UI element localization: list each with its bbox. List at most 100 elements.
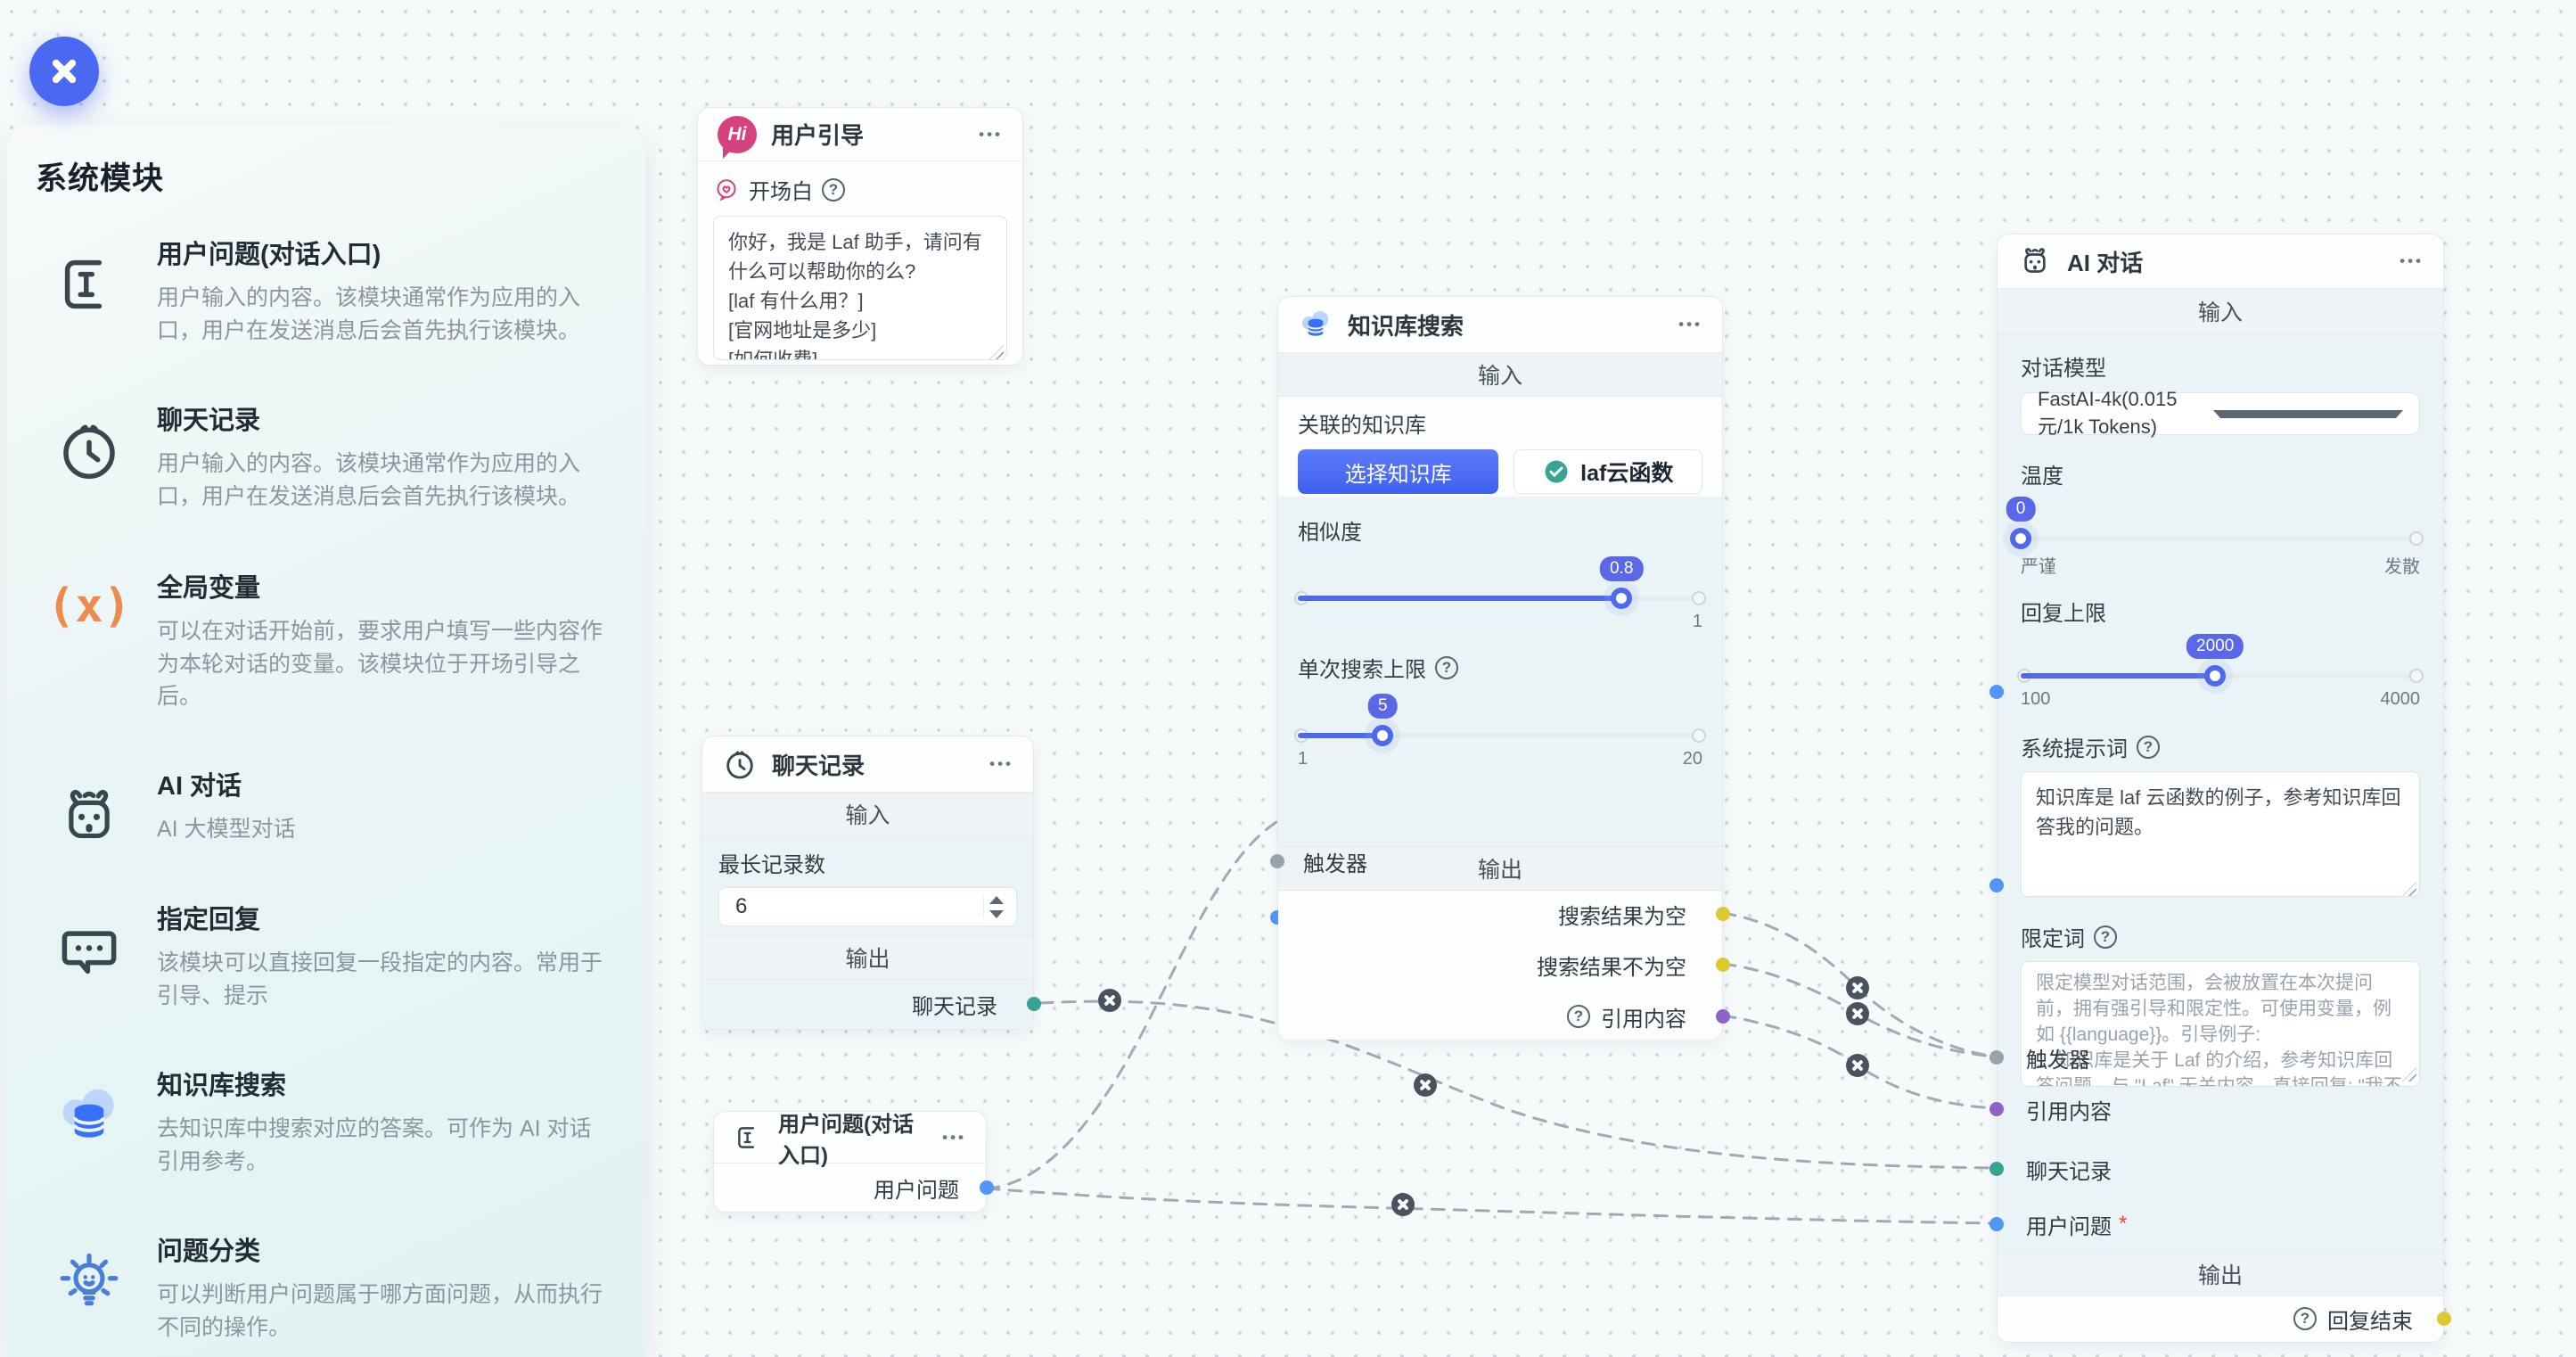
sidebar-item-global-variable[interactable]: (x) 全局变量 可以在对话开始前，要求用户填写一些内容作为本轮对话的变量。该模… (43, 567, 613, 713)
node-title: 知识库搜索 (1348, 312, 1464, 340)
quote-input-port[interactable] (1989, 1102, 2004, 1116)
wire-history-to-ai (1038, 999, 1998, 1170)
related-kb-label: 关联的知识库 (1298, 414, 1426, 438)
step-up-icon[interactable] (989, 895, 1004, 904)
delete-connection-button[interactable] (1846, 1054, 1869, 1077)
result-not-empty-label: 搜索结果不为空 (1537, 955, 1686, 980)
step-down-icon[interactable] (989, 909, 1004, 918)
node-user-question[interactable]: 用户问题(对话入口) ••• 用户问题 (713, 1111, 994, 1213)
trigger-input-port[interactable] (1270, 854, 1284, 868)
trigger-port-row: 触发器 (1270, 843, 1722, 879)
opening-text-input[interactable]: 你好，我是 Laf 助手，请问有什么可以帮助你的么? [laf 有什么用？] [… (713, 216, 1007, 360)
max-records-stepper[interactable]: 6 (718, 887, 1017, 926)
node-menu-button[interactable]: ••• (2400, 252, 2424, 269)
node-chat-history[interactable]: 聊天记录 ••• 输入 最长记录数 6 输出 聊天记录 (701, 736, 1041, 1030)
classify-bulb-icon (43, 1230, 135, 1344)
history-clock-icon (43, 399, 135, 513)
question-input-port[interactable] (1989, 1217, 2004, 1231)
delete-connection-button[interactable] (1846, 1002, 1869, 1025)
cursor-input-icon (43, 234, 135, 347)
sidebar-item-chat-history[interactable]: 聊天记录 用户输入的内容。该模块通常作为应用的入口，用户在发送消息后会首先执行该… (43, 399, 613, 513)
temperature-value-badge: 0 (2006, 497, 2036, 522)
similarity-slider[interactable]: 0.8 (1294, 556, 1706, 609)
sidebar-item-ai-chat[interactable]: AI 对话 AI 大模型对话 (43, 765, 613, 851)
temp-max-label: 发散 (2384, 557, 2420, 577)
help-icon[interactable]: ? (2094, 925, 2117, 949)
delete-connection-button[interactable] (1098, 989, 1121, 1012)
help-icon[interactable]: ? (2137, 735, 2160, 759)
close-button[interactable] (29, 37, 99, 106)
model-label: 对话模型 (2021, 357, 2106, 381)
finish-output-port[interactable] (2437, 1312, 2451, 1326)
reply-bubble-icon (43, 899, 135, 1012)
max-records-label: 最长记录数 (718, 853, 825, 877)
result-empty-label: 搜索结果为空 (1558, 904, 1686, 929)
sidebar-item-user-question[interactable]: 用户问题(对话入口) 用户输入的内容。该模块通常作为应用的入口，用户在发送消息后… (43, 234, 613, 347)
trigger-port-row: 触发器 (1989, 1040, 2443, 1075)
module-title: AI 对话 (157, 772, 242, 801)
input-section-bar: 输入 (702, 792, 1033, 836)
node-menu-button[interactable]: ••• (989, 755, 1013, 772)
delete-connection-button[interactable] (1414, 1073, 1437, 1097)
delete-connection-button[interactable] (1391, 1193, 1415, 1216)
result-empty-port[interactable] (1716, 907, 1730, 921)
module-title: 指定回复 (157, 906, 261, 934)
system-prompt-input-port[interactable] (1989, 685, 2004, 699)
module-desc: AI 大模型对话 (157, 817, 296, 842)
model-select[interactable]: FastAI-4k(0.015元/1k Tokens) (2021, 388, 2420, 438)
node-menu-button[interactable]: ••• (942, 1128, 966, 1146)
module-desc: 该模块可以直接回复一段指定的内容。常用于引导、提示 (157, 950, 603, 1008)
history-clock-icon (726, 751, 753, 779)
help-icon[interactable]: ? (822, 177, 845, 201)
module-desc: 可以判断用户问题属于哪方面问题，从而执行不同的操作。 (157, 1282, 603, 1340)
wire-question-to-kb (985, 815, 1287, 1190)
reply-limit-slider[interactable]: 2000 (2017, 634, 2424, 687)
input-section-bar: 输入 (1278, 352, 1722, 397)
output-section-bar: 输出 (1998, 1252, 2443, 1296)
node-ai-chat[interactable]: AI 对话 ••• 输入 对话模型 FastAI-4k(0.015元/1k To… (1989, 234, 2451, 1343)
question-output-label: 用户问题 (874, 1178, 959, 1203)
system-prompt-input[interactable]: 知识库是 laf 云函数的例子，参考知识库回答我的问题。 (2021, 771, 2420, 897)
node-title: 用户问题(对话入口) (778, 1112, 914, 1168)
module-title: 全局变量 (157, 574, 261, 603)
reply-limit-slider-handle[interactable] (2204, 665, 2227, 687)
help-icon[interactable]: ? (1435, 655, 1458, 679)
node-menu-button[interactable]: ••• (1678, 316, 1702, 333)
history-output-port[interactable] (1027, 997, 1041, 1011)
kb-chip[interactable]: laf云函数 (1514, 449, 1702, 494)
output-port-row: ? 引用内容 (1278, 999, 1730, 1034)
question-port-row: 用户问题* (1989, 1206, 2443, 1242)
module-desc: 可以在对话开始前，要求用户填写一些内容作为本轮对话的变量。该模块位于开场引导之后… (157, 619, 603, 709)
laf-kb-icon (1545, 460, 1568, 483)
module-title: 问题分类 (157, 1238, 261, 1266)
result-not-empty-port[interactable] (1716, 958, 1730, 972)
node-menu-button[interactable]: ••• (979, 125, 1003, 143)
help-icon[interactable]: ? (1567, 1005, 1590, 1028)
sidebar-title: 系统模块 (36, 161, 165, 196)
node-kb-search[interactable]: 知识库搜索 ••• 输入 关联的知识库 选择知识库 laf云函数 (1270, 296, 1730, 1040)
similarity-slider-handle[interactable] (1611, 588, 1633, 609)
question-output-port[interactable] (980, 1180, 994, 1195)
help-icon[interactable]: ? (2293, 1307, 2317, 1330)
temperature-slider-handle[interactable] (2010, 528, 2031, 549)
node-user-guide[interactable]: Hi 用户引导 ••• 开场白 ? 你好，我是 Laf 助手，请问有什么可以帮助… (697, 107, 1023, 366)
temperature-slider[interactable]: 0 (2006, 497, 2424, 549)
sidebar-item-question-classify[interactable]: 问题分类 可以判断用户问题属于哪方面问题，从而执行不同的操作。 (43, 1230, 613, 1344)
quote-output-port[interactable] (1716, 1009, 1730, 1024)
limit-word-input[interactable]: 限定模型对话范围，会被放置在本次提问前，拥有强引导和限定性。可使用变量，例如 {… (2021, 961, 2420, 1087)
history-input-port[interactable] (1989, 1162, 2004, 1176)
trigger-input-port[interactable] (1989, 1050, 2004, 1065)
robot-icon (43, 765, 135, 851)
temperature-label: 温度 (2021, 465, 2063, 489)
search-limit-slider[interactable]: 5 (1294, 694, 1706, 746)
output-port-row: 搜索结果不为空 (1278, 947, 1730, 983)
limit-word-input-port[interactable] (1989, 878, 2004, 892)
delete-connection-button[interactable] (1846, 976, 1869, 999)
search-limit-slider-handle[interactable] (1372, 725, 1394, 746)
sidebar-item-fixed-reply[interactable]: 指定回复 该模块可以直接回复一段指定的内容。常用于引导、提示 (43, 899, 613, 1012)
select-kb-button[interactable]: 选择知识库 (1298, 449, 1499, 494)
quote-label: 引用内容 (2026, 1099, 2112, 1124)
temp-min-label: 严谨 (2021, 557, 2056, 577)
sidebar-item-kb-search[interactable]: 知识库搜索 去知识库中搜索对应的答案。可作为 AI 对话引用参考。 (43, 1065, 613, 1178)
